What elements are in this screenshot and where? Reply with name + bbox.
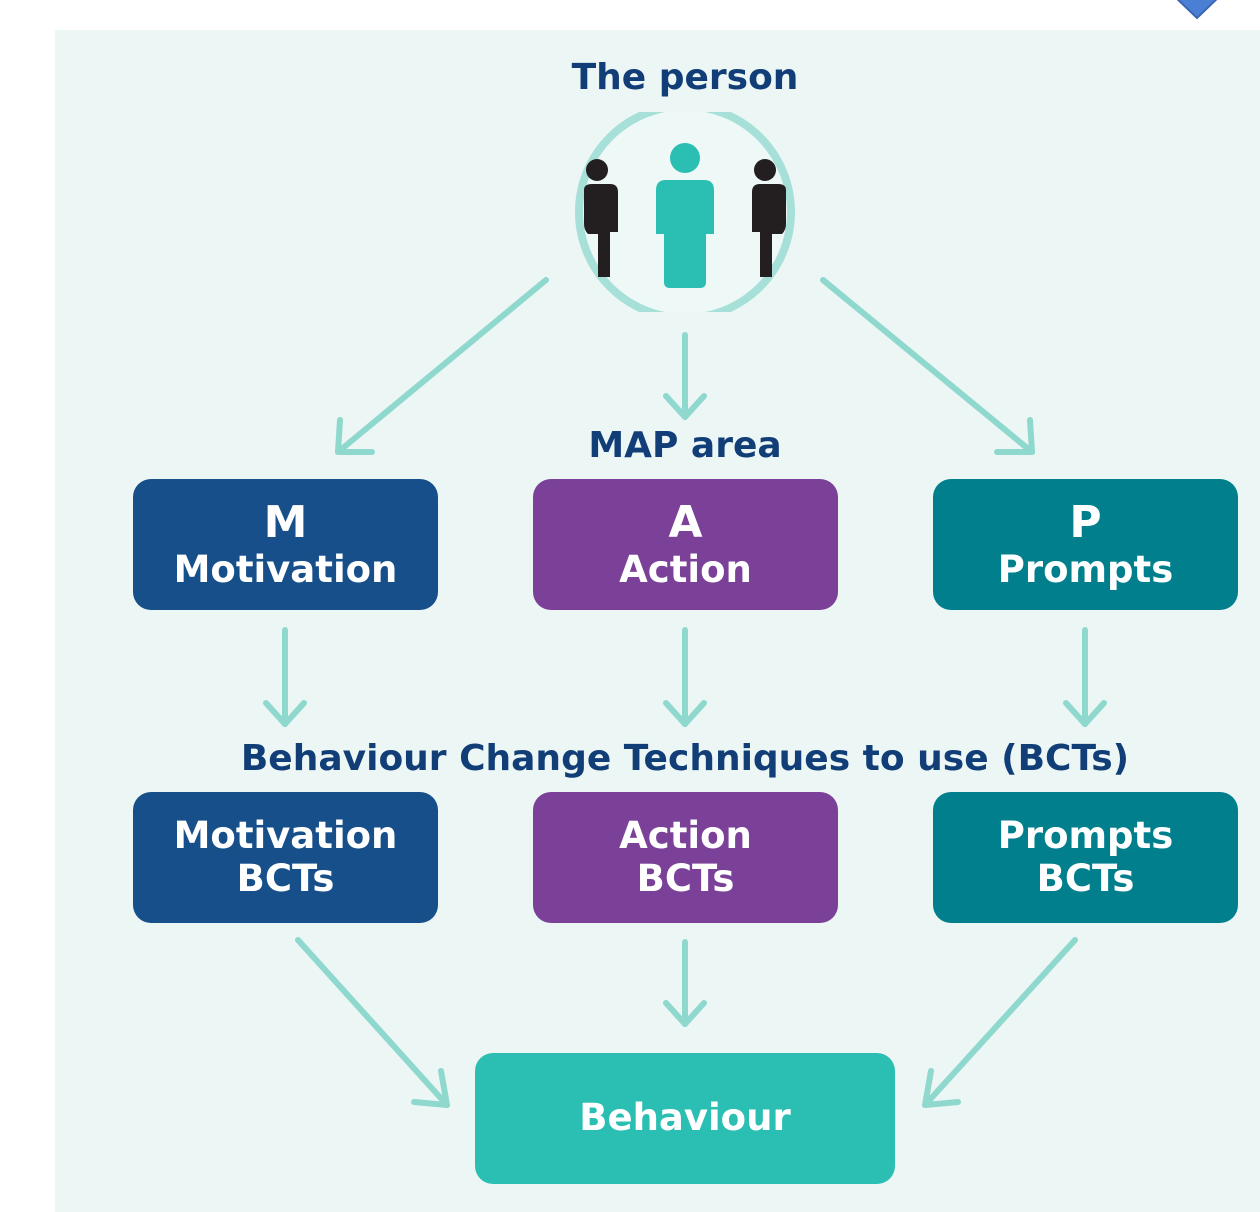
action-letter: A: [668, 496, 703, 548]
motivation-bcts-box: Motivation BCTs: [133, 792, 438, 923]
motivation-bcts-line1: Motivation: [173, 813, 398, 857]
map-area-label: MAP area: [588, 425, 782, 466]
prompts-label: Prompts: [997, 547, 1174, 591]
prompts-bcts-line1: Prompts: [997, 813, 1174, 857]
action-box: A Action: [533, 479, 838, 610]
prompts-bcts-box: Prompts BCTs: [933, 792, 1238, 923]
prompts-bcts-line2: BCTs: [1036, 856, 1135, 900]
prompts-letter: P: [1069, 496, 1102, 548]
motivation-box: M Motivation: [133, 479, 438, 610]
action-bcts-box: Action BCTs: [533, 792, 838, 923]
person-heading: The person: [571, 57, 799, 98]
people-group-icon: [575, 112, 795, 312]
motivation-label: Motivation: [173, 547, 398, 591]
motivation-letter: M: [263, 496, 308, 548]
action-bcts-line2: BCTs: [636, 856, 735, 900]
action-label: Action: [619, 547, 752, 591]
prompts-box: P Prompts: [933, 479, 1238, 610]
behaviour-label: Behaviour: [579, 1096, 791, 1140]
bct-label: Behaviour Change Techniques to use (BCTs…: [240, 738, 1130, 779]
motivation-bcts-line2: BCTs: [236, 856, 335, 900]
corner-chevron-icon: [1176, 0, 1218, 20]
behaviour-box: Behaviour: [475, 1053, 895, 1184]
action-bcts-line1: Action: [619, 813, 752, 857]
